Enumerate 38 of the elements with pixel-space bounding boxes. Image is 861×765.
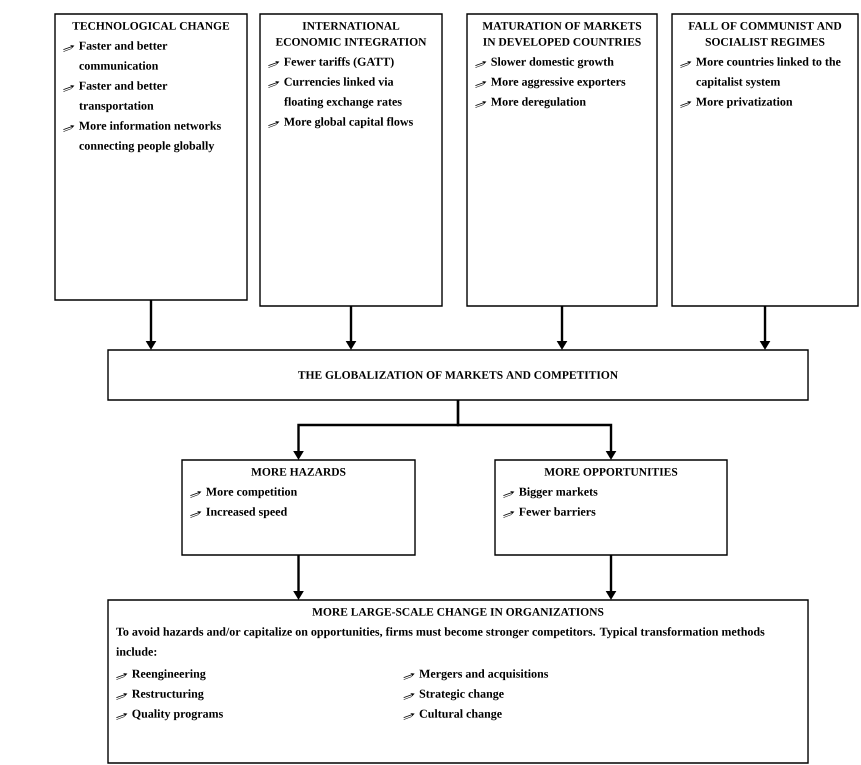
concept-box — [181, 459, 416, 556]
list-item: More privatization — [696, 97, 792, 108]
concept-box — [466, 13, 658, 307]
list-item: Restructuring — [132, 689, 204, 700]
list-item: Cultural change — [420, 709, 502, 720]
list-item: Bigger markets — [519, 487, 598, 498]
box-heading: MATURATION OF MARKETS IN DEVELOPED COUNTRIES — [482, 22, 642, 46]
concept-box — [671, 13, 859, 307]
list-item: More global capital flows — [284, 117, 413, 128]
list-item: More aggressive exporters — [491, 77, 626, 88]
box-heading: TECHNOLOGICAL CHANGE — [72, 22, 230, 30]
box-heading: MORE OPPORTUNITIES — [544, 468, 678, 476]
list-item: Increased speed — [206, 507, 288, 518]
box-heading: FALL OF COMMUNIST AND SOCIALIST REGIMES — [688, 22, 842, 46]
concept-box — [54, 13, 248, 301]
list-item: Currencies linked via floating exchange rates — [284, 77, 402, 108]
box-heading: INTERNATIONAL ECONOMIC INTEGRATION — [276, 22, 426, 46]
list-item: Mergers and acquisitions — [419, 669, 548, 680]
list-item: Faster and better communication — [79, 41, 168, 70]
list-item: More information networks connecting people globally — [79, 121, 221, 152]
box-heading: THE GLOBALIZATION OF MARKETS AND COMPETITION — [298, 371, 618, 379]
concept-box — [259, 13, 443, 307]
list-item: Strategic change — [420, 689, 504, 700]
list-item: Reengineering — [132, 669, 206, 680]
list-item: More deregulation — [491, 97, 586, 108]
box-heading: MORE HAZARDS — [251, 468, 346, 476]
body-text: To avoid hazards and/or capitalize on opportunities, firms must become stronger competitors. Typical transformation methods include: — [116, 627, 764, 656]
list-item: More countries linked to the capitalist system — [696, 57, 841, 88]
concept-box — [107, 599, 809, 764]
list-item: Fewer tariffs (GATT) — [284, 57, 394, 68]
list-item: Quality programs — [132, 709, 223, 720]
list-item: Fewer barriers — [519, 507, 596, 516]
box-heading: MORE LARGE-SCALE CHANGE IN ORGANIZATIONS — [312, 608, 604, 616]
concept-box — [494, 459, 728, 556]
list-item: Slower domestic growth — [491, 57, 614, 68]
concept-box — [107, 349, 809, 401]
list-item: More competition — [206, 487, 298, 498]
list-item: Faster and better transportation — [79, 81, 168, 112]
